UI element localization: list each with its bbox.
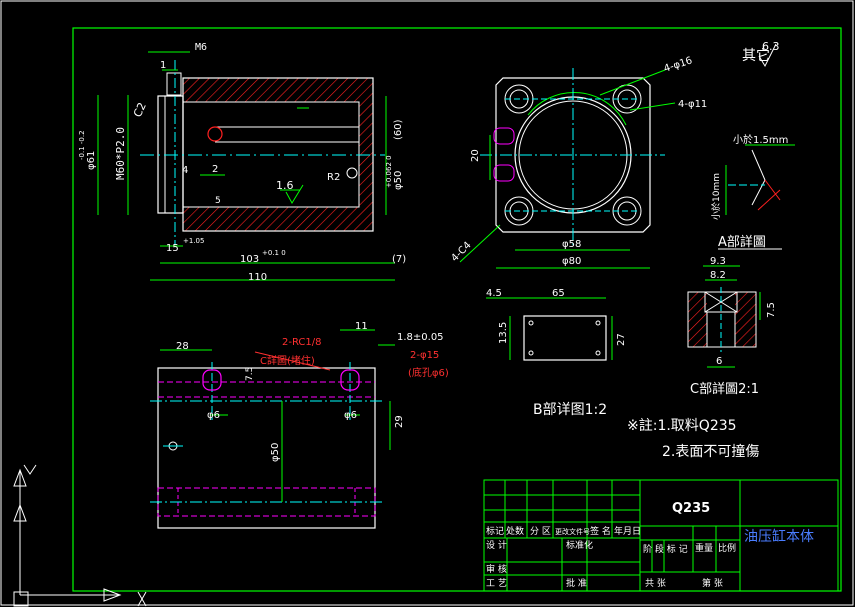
title-row1-1: 处数 [506, 525, 524, 537]
title-sheet-no: 第 张 [702, 577, 723, 589]
front-view: M6 1 C2 φ61 -0.1 -0.2 M60*P2.0 4 2 5 1.6… [78, 42, 406, 283]
dim-phi58: φ58 [562, 239, 581, 250]
roughness-value: 6.3 [762, 40, 780, 53]
bottom-view: 28 11 2-RC1/8 1.8±0.05 C詳圖(堵住) 2-φ15 (底孔… [150, 321, 449, 529]
detail-c-dim-82: 8.2 [710, 270, 726, 281]
detail-a-dim-2: 小於10mm [710, 173, 722, 220]
title-stage-0: 阶 段 标 记 [643, 543, 688, 555]
dim-4: 4 [182, 165, 188, 176]
dim-4phi16: 4-φ16 [663, 55, 694, 75]
detail-c-dim-6: 6 [716, 356, 722, 367]
notes: ※註:1.取料Q235 2.表面不可撞傷 [627, 418, 759, 460]
dim-phi61: φ61 [86, 151, 97, 170]
title-stage-2: 比例 [718, 542, 736, 554]
ucs-icon [13, 464, 147, 607]
bottom-dim-28: 28 [176, 341, 189, 352]
dim-m6: M6 [195, 42, 207, 53]
tol-15: +1.05 [183, 237, 204, 245]
dim-thread: M60*P2.0 [114, 127, 127, 180]
dim-phi50: φ50 [393, 171, 404, 190]
dim-5: 5 [215, 196, 221, 206]
detail-b: 4.5 65 13.5 27 B部详图1:2 [486, 288, 627, 418]
title-row1-2: 分 区 [530, 526, 551, 537]
tol-103: +0.1 0 [262, 249, 286, 257]
bottom-dim-phi50: φ50 [270, 443, 281, 462]
bottom-dim-11: 11 [355, 321, 368, 332]
bottom-dim-bottom-hole: (底孔φ6) [408, 366, 449, 379]
detail-a-dim-1: 小於1.5mm [733, 133, 788, 146]
title-process: 工 艺 [486, 578, 507, 589]
side-view: 4-φ16 4-φ11 20 4-C4 φ58 φ80 [449, 55, 707, 269]
detail-b-title: B部详图1:2 [533, 402, 607, 418]
detail-b-dim-45: 4.5 [486, 288, 502, 299]
drawing-border [72, 27, 842, 592]
dim-20: 20 [470, 149, 481, 162]
detail-a: 小於1.5mm 小於10mm A部詳圖 [710, 133, 795, 250]
tol-phi50: +0.062 0 [385, 155, 393, 188]
surface-roughness-symbol: 其它 6.3 [742, 40, 780, 68]
detail-c-dim-93: 9.3 [710, 256, 726, 267]
dim-103: 103 [240, 254, 259, 265]
note-line-2: 2.表面不可撞傷 [662, 444, 759, 460]
dim-phi80: φ80 [562, 256, 581, 267]
title-row1-4: 签 名 [590, 525, 611, 537]
roughness-side: 1.6 [276, 179, 294, 192]
dim-7: (7) [392, 254, 406, 265]
detail-c-title: C部詳圖2:1 [690, 381, 759, 397]
dim-r2: R2 [327, 172, 340, 183]
title-block: Q235 油压缸本体 标记 处数 分 区 更改文件号 签 名 年月日 设 计 标… [483, 479, 839, 592]
detail-a-title: A部詳圖 [718, 234, 766, 250]
bottom-dim-18: 1.8±0.05 [397, 332, 444, 343]
bottom-dim-6b: φ6 [344, 410, 357, 421]
roughness-label: 其它 [742, 47, 770, 64]
note-line-1: ※註:1.取料Q235 [627, 418, 737, 434]
title-row1-5: 年月日 [614, 525, 641, 537]
title-standardize: 标准化 [566, 539, 593, 551]
dim-4phi11: 4-φ11 [678, 99, 707, 110]
bottom-dim-2phi15: 2-φ15 [410, 350, 439, 361]
bottom-dim-rc: 2-RC1/8 [282, 337, 322, 348]
title-review: 审 核 [486, 563, 507, 575]
detail-b-dim-135: 13.5 [498, 322, 509, 344]
bottom-dim-29: 29 [394, 415, 405, 428]
title-stage-1: 重量 [695, 542, 713, 554]
detail-b-dim-65: 65 [552, 288, 565, 299]
title-design: 设 计 [486, 539, 507, 551]
title-row1-0: 标记 [486, 525, 504, 537]
detail-c-dim-75: 7.5 [766, 302, 777, 318]
title-part-name: 油压缸本体 [744, 528, 814, 545]
title-approve: 批 准 [566, 577, 587, 589]
dim-2: 2 [212, 164, 218, 175]
bottom-dim-6a: φ6 [207, 410, 220, 421]
detail-b-dim-27: 27 [616, 333, 627, 346]
dim-15: 15 [166, 243, 179, 254]
bottom-detail-ref: C詳圖(堵住) [260, 354, 315, 367]
bottom-dim-75: 7.5 [245, 367, 255, 381]
dim-c2: C2 [131, 100, 149, 119]
title-sheets: 共 张 [645, 578, 666, 589]
detail-c: 9.3 8.2 7.5 6 C部詳圖2:1 [687, 256, 777, 397]
title-row1-3: 更改文件号 [555, 527, 590, 536]
dim-60: (60) [393, 119, 404, 140]
dim-1: 1 [160, 60, 166, 71]
tol-phi61: -0.1 -0.2 [78, 130, 86, 160]
dim-110: 110 [248, 272, 267, 283]
title-material: Q235 [672, 501, 710, 516]
